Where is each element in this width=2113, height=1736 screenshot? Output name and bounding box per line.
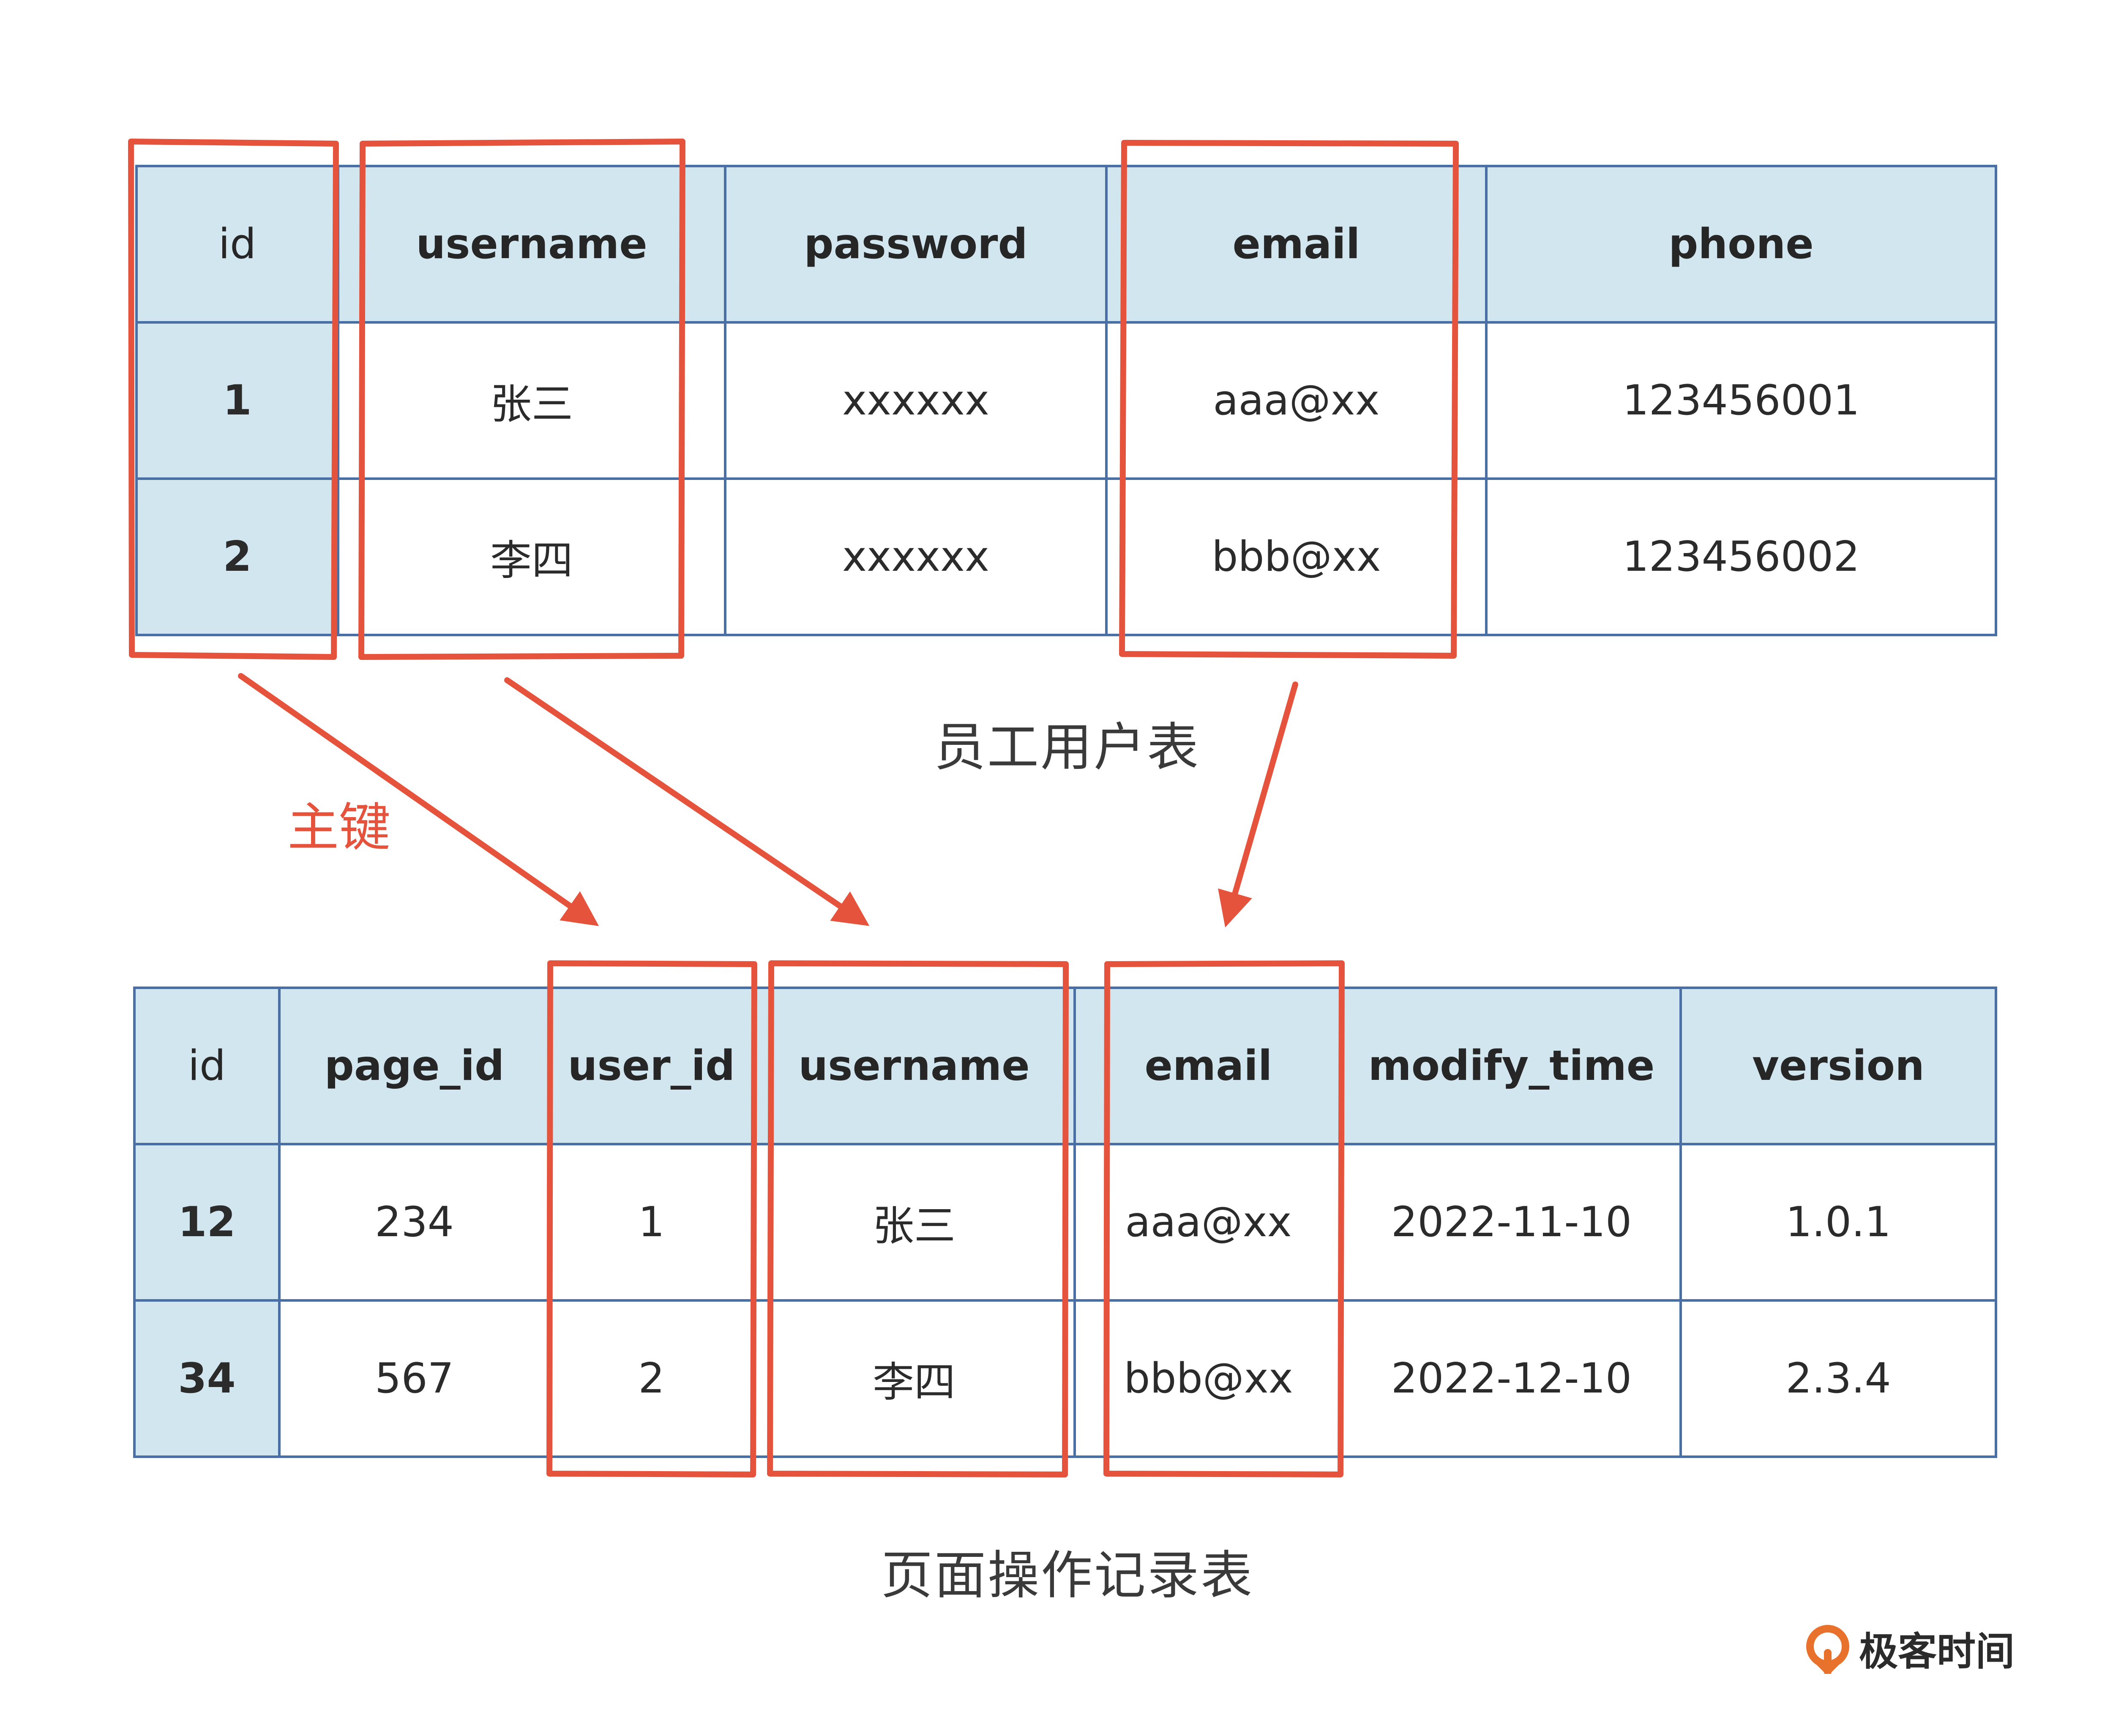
header-cell-page-id: page_id [278, 987, 551, 1145]
header-cell-username: username [752, 987, 1076, 1145]
header-cell-phone: phone [1485, 165, 1997, 324]
cell-username: 李四 [752, 1299, 1076, 1458]
highlight-box-username [358, 139, 685, 660]
highlight-box-username-fk [767, 960, 1069, 1477]
cell-password: xxxxxx [724, 477, 1108, 636]
highlight-box-email-fk [1103, 960, 1345, 1477]
header-cell-password: password [724, 165, 1108, 324]
primary-key-label: 主键 [287, 798, 390, 858]
table-row: 2 李四 xxxxxx bbb@xx 123456002 [135, 477, 1997, 636]
cell-username: 张三 [752, 1143, 1076, 1302]
header-cell-modify-time: modify_time [1341, 987, 1682, 1145]
arrow-email-to-email [1218, 681, 1298, 928]
header-cell-user-id: user_id [548, 987, 755, 1145]
header-cell-email: email [1105, 165, 1488, 324]
header-cell-id: id [133, 987, 281, 1145]
employee-table-header-row: id username password email phone [135, 165, 1997, 324]
highlight-box-id [128, 139, 339, 660]
operation-table: id page_id user_id username email modify… [133, 987, 1997, 1458]
arrow-id-to-user-id [238, 673, 599, 927]
cell-user-id: 2 [548, 1299, 755, 1458]
geektime-logo-icon [1806, 1624, 1849, 1674]
cell-version: 2.3.4 [1679, 1299, 1997, 1458]
header-cell-version: version [1679, 987, 1997, 1145]
cell-id: 12 [133, 1143, 281, 1302]
operation-table-header-row: id page_id user_id username email modify… [133, 987, 1997, 1145]
cell-email: bbb@xx [1105, 477, 1488, 636]
arrow-username-to-username [504, 677, 870, 926]
cell-page-id: 567 [278, 1299, 551, 1458]
header-cell-id: id [135, 165, 339, 324]
cell-user-id: 1 [548, 1143, 755, 1302]
employee-table: id username password email phone 1 张三 xx… [135, 165, 1997, 636]
cell-email: aaa@xx [1105, 321, 1488, 480]
employee-table-caption: 员工用户表 [934, 717, 1200, 777]
cell-version: 1.0.1 [1679, 1143, 1997, 1302]
table-row: 12 234 1 张三 aaa@xx 2022-11-10 1.0.1 [133, 1143, 1997, 1302]
operation-table-caption: 页面操作记录表 [881, 1545, 1254, 1605]
cell-username: 张三 [337, 321, 726, 480]
header-cell-email: email [1073, 987, 1343, 1145]
header-cell-username: username [337, 165, 726, 324]
brand-logo: 极客时间 [1802, 1620, 2015, 1676]
cell-modify-time: 2022-11-10 [1341, 1143, 1682, 1302]
cell-page-id: 234 [278, 1143, 551, 1302]
highlight-box-user-id [546, 960, 757, 1477]
table-row: 34 567 2 李四 bbb@xx 2022-12-10 2.3.4 [133, 1299, 1997, 1458]
cell-email: bbb@xx [1073, 1299, 1343, 1458]
cell-phone: 123456002 [1485, 477, 1997, 636]
cell-id: 1 [135, 321, 339, 480]
cell-id: 34 [133, 1299, 281, 1458]
cell-phone: 123456001 [1485, 321, 1997, 480]
highlight-box-email [1119, 140, 1459, 659]
table-row: 1 张三 xxxxxx aaa@xx 123456001 [135, 321, 1997, 480]
cell-password: xxxxxx [724, 321, 1108, 480]
brand-logo-text: 极客时间 [1859, 1629, 2015, 1674]
cell-username: 李四 [337, 477, 726, 636]
